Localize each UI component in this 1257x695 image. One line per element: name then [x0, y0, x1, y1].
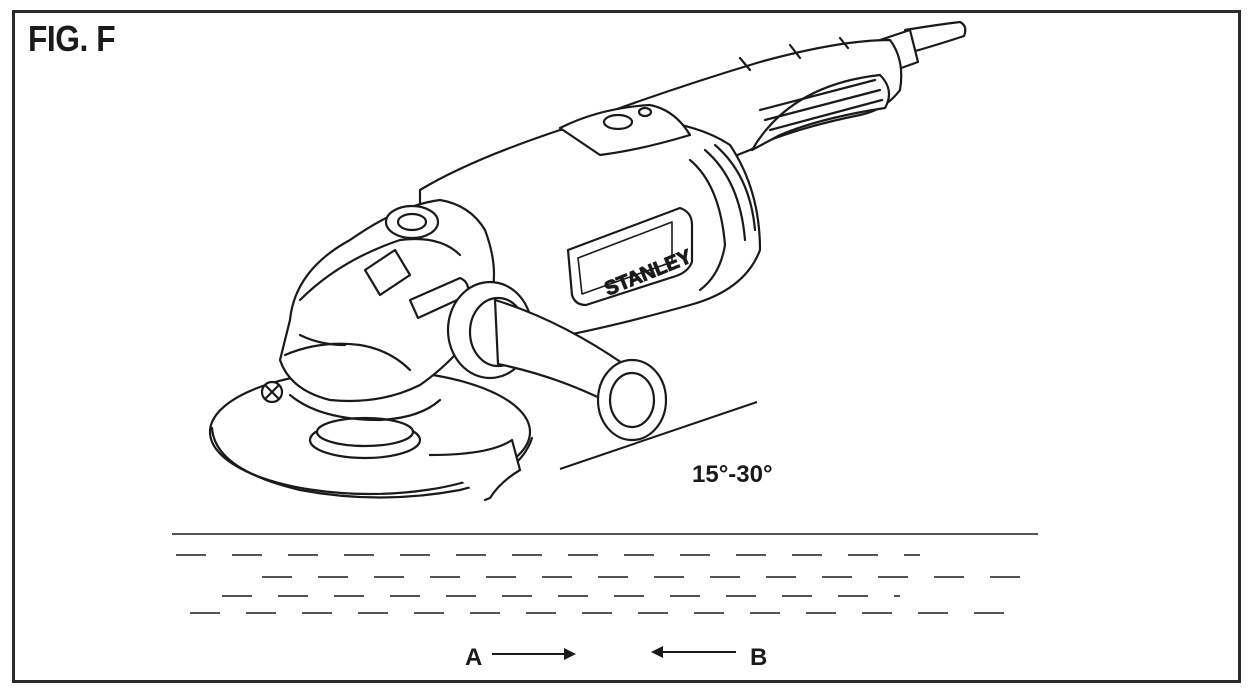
angle-reference-line — [559, 401, 758, 470]
direction-label-b: B — [750, 644, 767, 671]
arrow-left-icon — [651, 646, 736, 658]
angle-grinder-icon — [208, 20, 967, 502]
gear-head — [260, 198, 496, 422]
angle-label: 15°-30° — [692, 461, 773, 488]
figure-title: FIG. F — [28, 18, 116, 59]
wheel-guard — [208, 368, 534, 502]
side-handle — [446, 280, 668, 442]
work-surface-texture — [176, 554, 1036, 614]
arrow-right-icon — [492, 648, 576, 660]
direction-label-a: A — [465, 644, 482, 671]
